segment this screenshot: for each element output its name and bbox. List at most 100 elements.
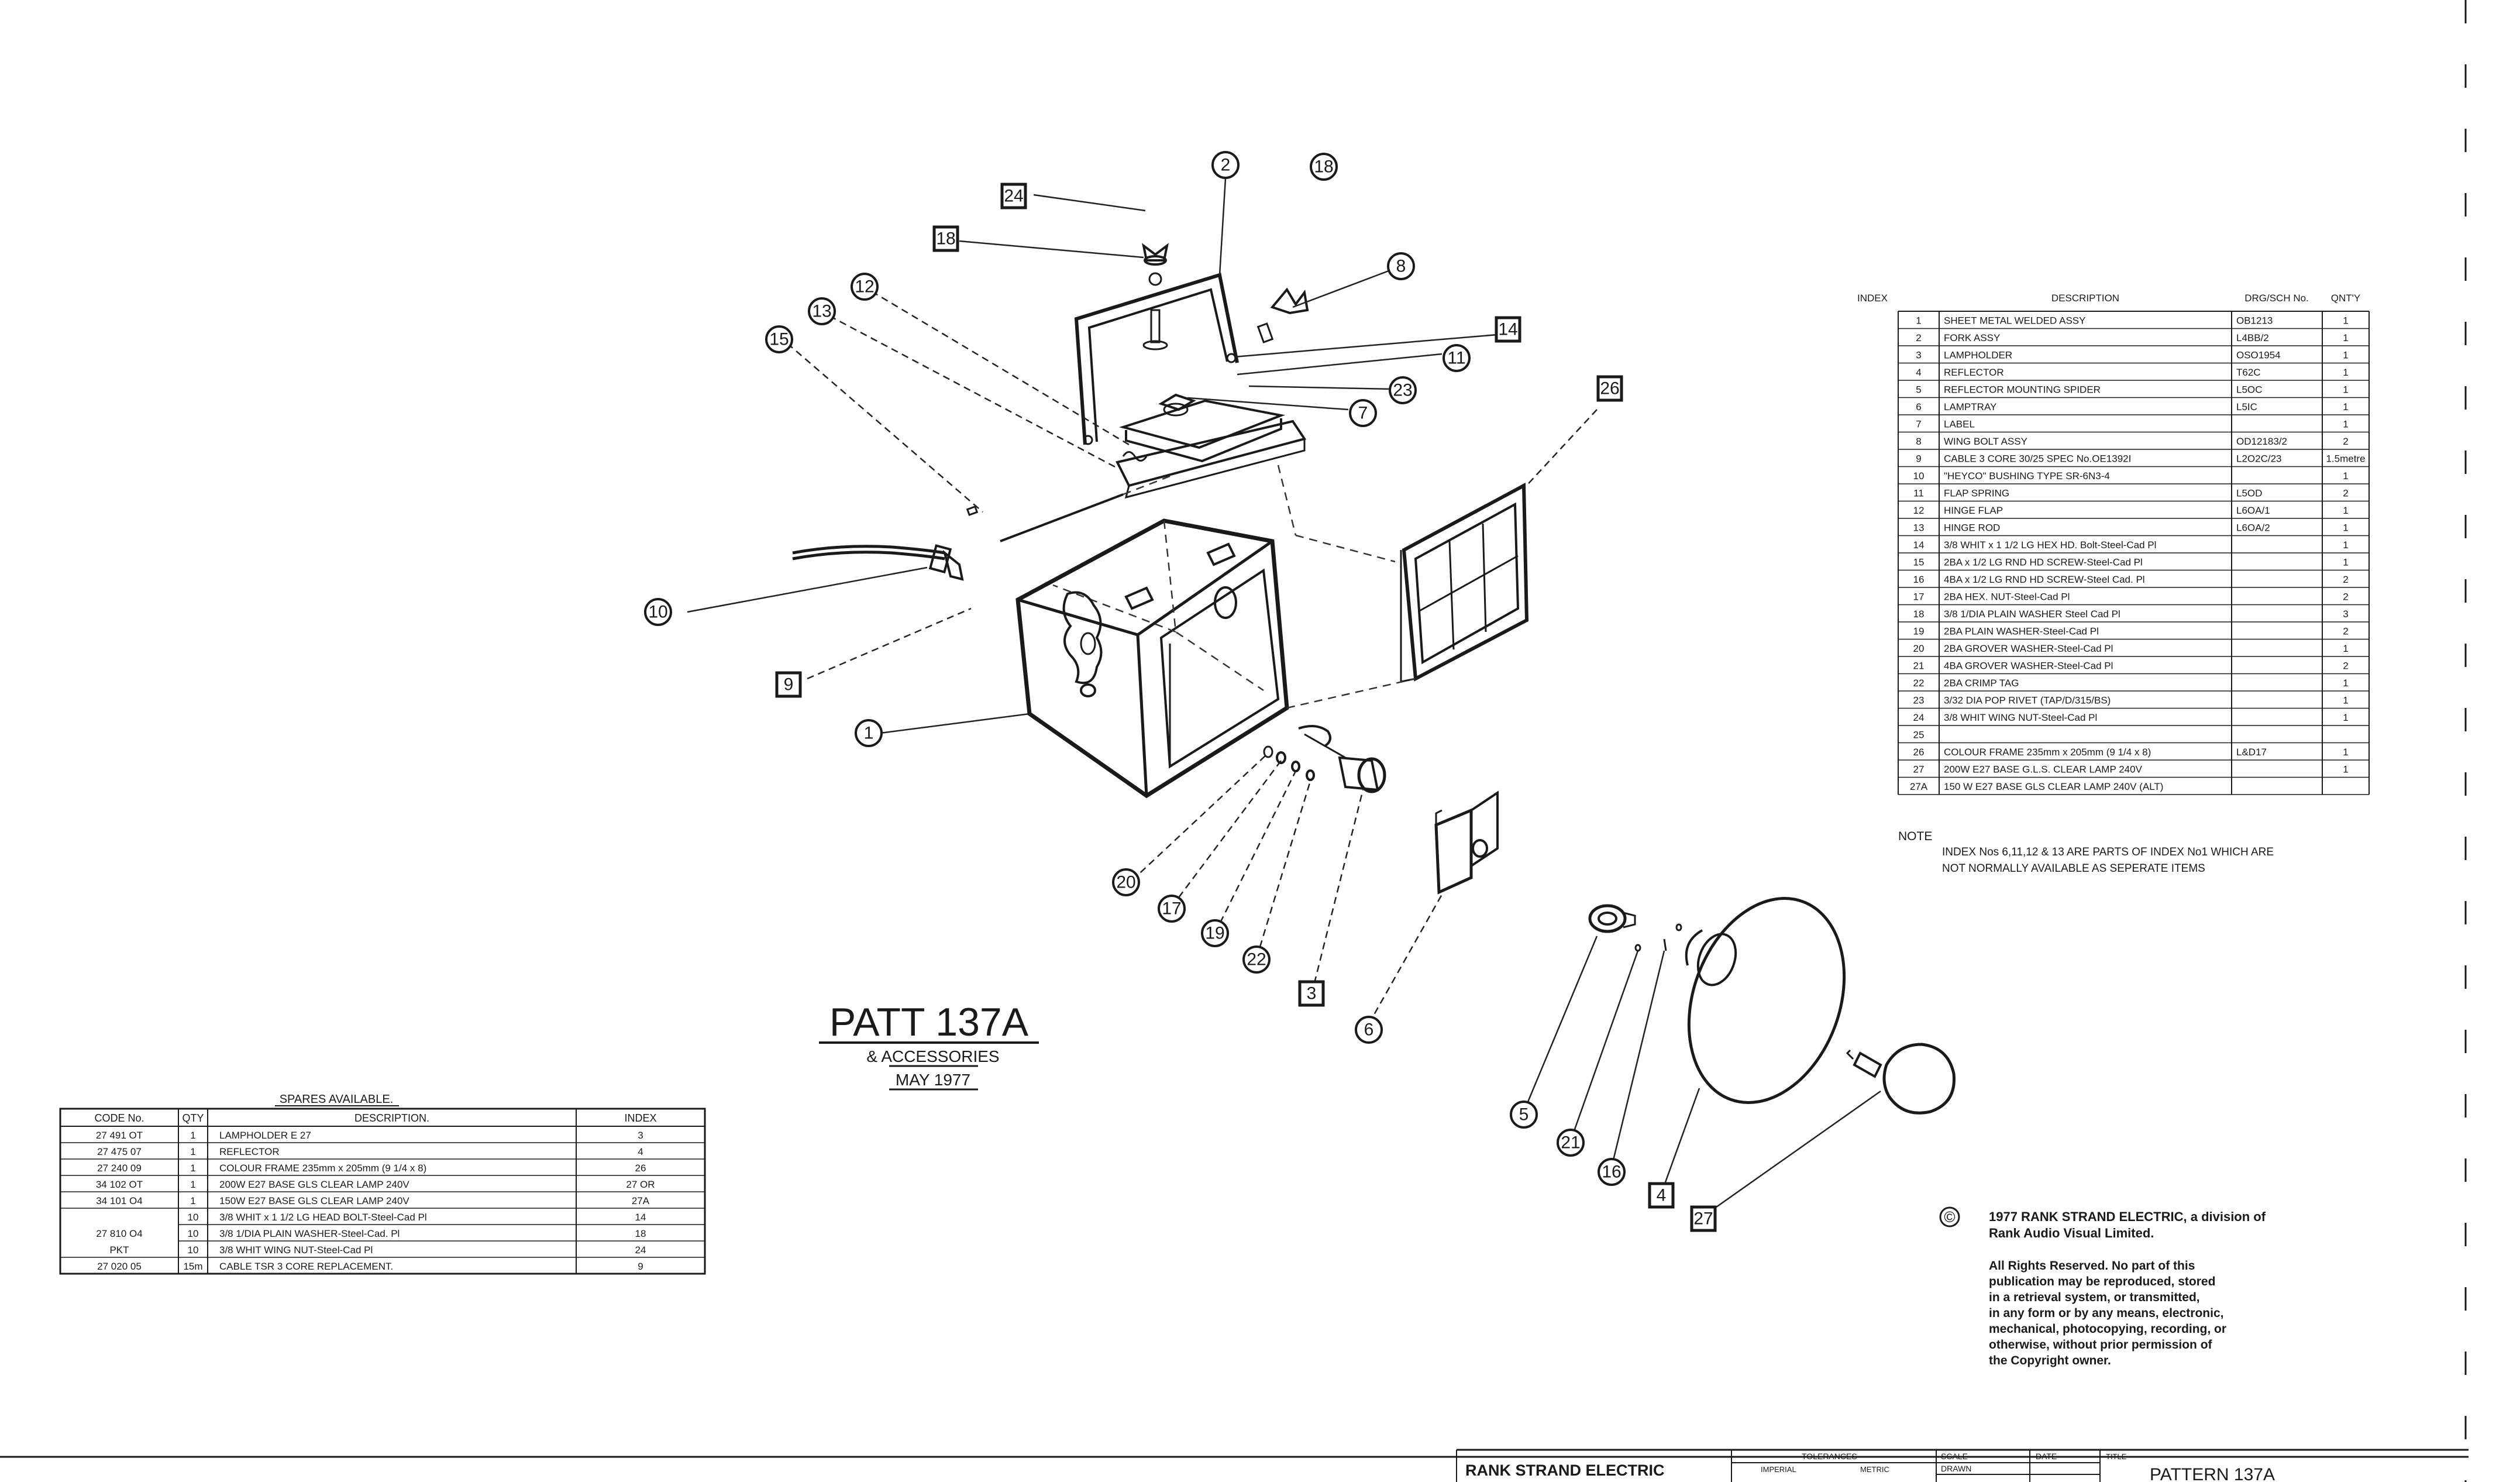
spares-cell: 3/8 1/DIA PLAIN WASHER-Steel-Cad. Pl: [219, 1228, 400, 1239]
parts-cell: 5: [1916, 384, 1921, 396]
parts-cell: 1: [2343, 764, 2348, 775]
spares-cell: 27 810 O4: [96, 1228, 142, 1239]
parts-cell: 3/8 1/DIA PLAIN WASHER Steel Cad Pl: [1944, 608, 2120, 620]
callout-markers: 1 2 3 4 5 6 7 8 9 10 11 12 13 14 15 16 1…: [644, 151, 1717, 1232]
parts-cell: 1: [2343, 505, 2348, 516]
spares-cell: 10: [188, 1228, 199, 1239]
parts-cell: 14: [1913, 539, 1925, 551]
callout-label: 7: [1358, 404, 1368, 423]
tb-tolerances: TOLERANCES: [1802, 1452, 1857, 1461]
parts-cell: L2O2C/23: [2236, 453, 2282, 465]
callout-label: 20: [1116, 873, 1135, 892]
parts-cell: 3/8 WHIT x 1 1/2 LG HEX HD. Bolt-Steel-C…: [1944, 539, 2156, 551]
title-sub1: & ACCESSORIES: [866, 1047, 999, 1065]
parts-cell: 10: [1913, 470, 1925, 482]
exploded-view: 1 2 3 4 5 6 7 8 9 10 11 12 13 14 15 16 1…: [644, 151, 1956, 1232]
parts-header-cell: INDEX: [1857, 293, 1888, 304]
callout-9: 9: [775, 671, 802, 698]
callout-1: 1: [855, 719, 883, 747]
parts-cell: 1: [2343, 401, 2348, 412]
parts-cell: 27: [1913, 764, 1925, 775]
parts-cell: 17: [1913, 592, 1925, 603]
parts-cell: 1: [2343, 332, 2348, 343]
parts-cell: OB1213: [2236, 315, 2273, 326]
spares-title: SPARES AVAILABLE.: [280, 1093, 394, 1106]
parts-cell: 3/8 WHIT WING NUT-Steel-Cad Pl: [1944, 712, 2097, 723]
parts-cell: 200W E27 BASE G.L.S. CLEAR LAMP 240V: [1944, 764, 2143, 775]
spares-cell: 27 240 09: [97, 1163, 142, 1174]
parts-cell: 21: [1913, 661, 1925, 672]
wing-bolt: [1256, 287, 1309, 343]
spares-cell: 3/8 WHIT x 1 1/2 LG HEAD BOLT-Steel-Cad …: [219, 1212, 427, 1223]
parts-cell: 2BA HEX. NUT-Steel-Cad Pl: [1944, 592, 2070, 603]
callout-18-circle: 18: [1310, 153, 1338, 181]
tb-imperial: IMPERIAL: [1761, 1465, 1796, 1474]
title-block: RANK STRAND ELECTRIC TOLERANCES IMPERIAL…: [0, 1449, 2469, 1482]
parts-cell: 4BA x 1/2 LG RND HD SCREW-Steel Cad. Pl: [1944, 574, 2145, 585]
spares-cell: 27A: [632, 1195, 650, 1206]
copyright-symbol: ©: [1944, 1208, 1955, 1226]
parts-cell: OD12183/2: [2236, 436, 2287, 447]
parts-note-line2: NOT NORMALLY AVAILABLE AS SEPERATE ITEMS: [1942, 862, 2205, 875]
callout-label: 14: [1498, 320, 1517, 339]
copyright-body-line: All Rights Reserved. No part of this: [1989, 1259, 2195, 1273]
callout-15: 15: [765, 325, 793, 353]
parts-cell: 1: [2343, 384, 2348, 396]
colour-frame: [1400, 483, 1529, 683]
callout-3: 3: [1298, 980, 1325, 1007]
callout-label: 18: [936, 229, 955, 249]
callout-label: 8: [1396, 257, 1406, 276]
hinge-flap: [1116, 420, 1307, 499]
callout-label: 9: [784, 675, 794, 694]
tb-metric: METRIC: [1860, 1465, 1889, 1474]
parts-cell: L4BB/2: [2236, 332, 2269, 343]
parts-cell: 1: [2343, 557, 2348, 568]
spares-cell: 200W E27 BASE GLS CLEAR LAMP 240V: [219, 1179, 409, 1190]
parts-cell: 19: [1913, 626, 1925, 637]
spares-cell: 3/8 WHIT WING NUT-Steel-Cad Pl: [219, 1244, 373, 1256]
copyright-line2: Rank Audio Visual Limited.: [1989, 1226, 2154, 1240]
parts-cell: 8: [1916, 436, 1921, 447]
copyright-body-line: in any form or by any means, electronic,: [1989, 1306, 2223, 1320]
parts-cell: 23: [1913, 695, 1925, 706]
callout-label: 26: [1600, 379, 1619, 398]
parts-cell: 20: [1913, 643, 1925, 654]
parts-cell: L5IC: [2236, 401, 2257, 412]
callout-5: 5: [1510, 1101, 1538, 1129]
callout-label: 15: [769, 330, 789, 349]
parts-cell: 12: [1913, 505, 1925, 516]
parts-cell: LAMPTRAY: [1944, 401, 1996, 412]
parts-header-cell: DESCRIPTION: [2051, 293, 2119, 304]
callout-4: 4: [1648, 1182, 1675, 1209]
spares-cell: 27 OR: [626, 1179, 655, 1190]
parts-cell: 18: [1913, 608, 1925, 620]
callout-14: 14: [1495, 316, 1521, 343]
callout-label: 4: [1657, 1186, 1667, 1205]
spares-header-cell: QTY: [182, 1112, 204, 1124]
parts-cell: 2: [2343, 436, 2348, 447]
parts-cell: 1.5metre: [2326, 453, 2365, 465]
leader-lines: [687, 178, 1881, 1218]
parts-cell: 4: [1916, 367, 1921, 378]
parts-cell: 2: [2343, 592, 2348, 603]
callout-label: 3: [1307, 984, 1317, 1003]
parts-cell: L&D17: [2236, 747, 2267, 758]
spares-cell: 10: [188, 1212, 199, 1223]
parts-cell: OSO1954: [2236, 350, 2281, 361]
spares-cell: 1: [190, 1146, 195, 1157]
parts-cell: 3: [2343, 608, 2348, 620]
callout-label: 12: [855, 277, 874, 297]
tb-scale: SCALE: [1941, 1452, 1968, 1461]
callout-label: 1: [864, 724, 874, 743]
parts-cell: 2: [2343, 661, 2348, 672]
copyright-line1: 1977 RANK STRAND ELECTRIC, a division of: [1989, 1209, 2266, 1224]
parts-cell: 7: [1916, 419, 1921, 430]
callout-label: 2: [1221, 156, 1231, 175]
callout-label: 22: [1247, 950, 1266, 969]
parts-cell: 2BA x 1/2 LG RND HD SCREW-Steel-Cad Pl: [1944, 557, 2143, 568]
parts-cell: WING BOLT ASSY: [1944, 436, 2027, 447]
spares-cell: 3: [638, 1130, 643, 1141]
